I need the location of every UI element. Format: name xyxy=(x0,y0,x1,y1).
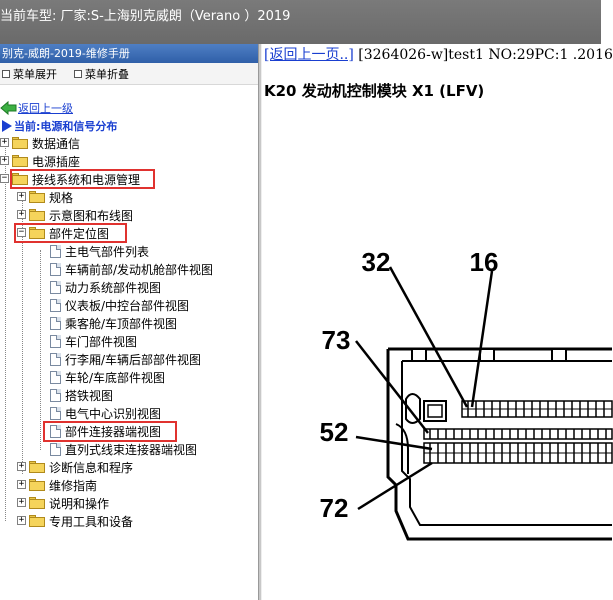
document-icon xyxy=(50,406,61,420)
tree-node-data-comm[interactable]: + 数据通信 xyxy=(0,136,81,151)
expand-icon xyxy=(2,70,10,78)
document-icon xyxy=(50,244,61,258)
tree-node-special-tools[interactable]: + 专用工具和设备 xyxy=(17,514,134,529)
location-arrow-icon xyxy=(2,120,12,132)
tree-doc-underbody-view[interactable]: 车轮/车底部件视图 xyxy=(50,368,165,386)
highlight-box xyxy=(14,223,127,243)
expand-toggle-icon[interactable]: + xyxy=(17,497,26,507)
highlight-box xyxy=(10,169,155,189)
expand-toggle-icon[interactable]: + xyxy=(17,479,26,489)
pin-label-52: 52 xyxy=(320,417,349,447)
pin-row-lower xyxy=(423,442,613,464)
tree-node-repair-guide[interactable]: + 维修指南 xyxy=(17,478,98,493)
pane-splitter[interactable] xyxy=(258,44,262,600)
expand-toggle-icon[interactable]: + xyxy=(17,209,26,219)
folder-icon xyxy=(29,191,45,203)
window-title: 当前车型: 厂家:S-上海别克威朗（Verano ）2019 xyxy=(0,9,291,24)
connector-diagram: 32 16 73 52 72 xyxy=(320,247,613,541)
expand-toggle-icon[interactable]: + xyxy=(17,191,26,201)
tree-doc-powertrain-view[interactable]: 动力系统部件视图 xyxy=(50,278,161,296)
pin-label-16: 16 xyxy=(470,247,499,277)
pin-row-middle xyxy=(423,428,613,440)
document-nav: [返回上一页..] [3264026-w]test1 NO:29PC:1 .20… xyxy=(264,44,613,64)
expand-toggle-icon[interactable]: + xyxy=(0,155,9,165)
back-arrow-icon xyxy=(0,100,17,116)
tree-node-instructions[interactable]: + 说明和操作 xyxy=(17,496,110,511)
folder-open-icon xyxy=(29,227,45,239)
collapse-toggle-icon[interactable]: − xyxy=(0,173,9,183)
current-location: 当前:电源和信号分布 xyxy=(0,117,117,135)
expand-toggle-icon[interactable]: + xyxy=(0,137,9,147)
document-icon xyxy=(50,280,61,294)
tree-doc-door-view[interactable]: 车门部件视图 xyxy=(50,332,137,350)
tree-node-wiring-power[interactable]: − 接线系统和电源管理 xyxy=(0,172,141,187)
pin-label-72: 72 xyxy=(320,493,349,523)
tree-node-component-locator[interactable]: − 部件定位图 xyxy=(17,226,110,241)
tree-doc-inline-connector-view[interactable]: 直列式线束连接器端视图 xyxy=(50,440,197,458)
folder-icon xyxy=(12,155,28,167)
tree-doc-electrical-center-view[interactable]: 电气中心识别视图 xyxy=(50,404,161,422)
tree-doc-cabin-view[interactable]: 乘客舱/车顶部件视图 xyxy=(50,314,177,332)
tree-doc-ground-view[interactable]: 搭铁视图 xyxy=(50,386,113,404)
document-title: K20 发动机控制模块 X1 (LFV) xyxy=(264,82,485,100)
expand-toggle-icon[interactable]: + xyxy=(17,461,26,471)
document-icon xyxy=(50,298,61,312)
collapse-menu-button[interactable]: 菜单折叠 xyxy=(74,67,129,81)
document-info: [3264026-w]test1 NO:29PC:1 .2016 xyxy=(353,47,613,63)
tree-doc-front-view[interactable]: 车辆前部/发动机舱部件视图 xyxy=(50,260,213,278)
tree-doc-main-parts[interactable]: 主电气部件列表 xyxy=(50,242,149,260)
tree-node-diagnostics[interactable]: + 诊断信息和程序 xyxy=(17,460,134,475)
expand-toggle-icon[interactable]: + xyxy=(17,515,26,525)
document-icon xyxy=(50,370,61,384)
document-icon xyxy=(50,424,61,438)
navigation-pane: 别克-威朗-2019-维修手册 菜单展开 菜单折叠 返回上一级 当前:电源和信号… xyxy=(0,44,258,600)
tree-doc-dashboard-view[interactable]: 仪表板/中控台部件视图 xyxy=(50,296,189,314)
folder-icon xyxy=(29,497,45,509)
folder-icon xyxy=(12,137,28,149)
folder-icon xyxy=(29,209,45,221)
highlight-box xyxy=(43,421,177,442)
content-pane: [返回上一页..] [3264026-w]test1 NO:29PC:1 .20… xyxy=(262,44,613,600)
folder-icon xyxy=(29,461,45,473)
manual-header: 别克-威朗-2019-维修手册 xyxy=(0,44,258,63)
menu-toolbar: 菜单展开 菜单折叠 xyxy=(0,63,258,85)
tree-node-power-outlet[interactable]: + 电源插座 xyxy=(0,154,81,169)
expand-menu-button[interactable]: 菜单展开 xyxy=(2,67,57,81)
document-icon xyxy=(50,388,61,402)
tree-node-schematic[interactable]: + 示意图和布线图 xyxy=(17,208,134,223)
pin-label-32: 32 xyxy=(362,247,391,277)
folder-icon xyxy=(29,479,45,491)
document-icon xyxy=(50,442,61,456)
back-link[interactable]: [返回上一页..] xyxy=(264,47,354,63)
document-icon xyxy=(50,316,61,330)
pin-row-upper xyxy=(461,400,613,418)
folder-open-icon xyxy=(12,173,28,185)
collapse-icon xyxy=(74,70,82,78)
tree-node-spec[interactable]: + 规格 xyxy=(17,190,74,205)
go-up-link[interactable]: 返回上一级 xyxy=(0,99,73,117)
document-icon xyxy=(50,352,61,366)
document-icon xyxy=(50,334,61,348)
document-icon xyxy=(50,262,61,276)
collapse-toggle-icon[interactable]: − xyxy=(17,227,26,237)
pin-label-73: 73 xyxy=(322,325,351,355)
tree-doc-connector-end-view[interactable]: 部件连接器端视图 xyxy=(50,422,161,440)
title-bar: 当前车型: 厂家:S-上海别克威朗（Verano ）2019 xyxy=(0,0,601,44)
tree-doc-trunk-view[interactable]: 行李厢/车辆后部部件视图 xyxy=(50,350,201,368)
folder-icon xyxy=(29,515,45,527)
